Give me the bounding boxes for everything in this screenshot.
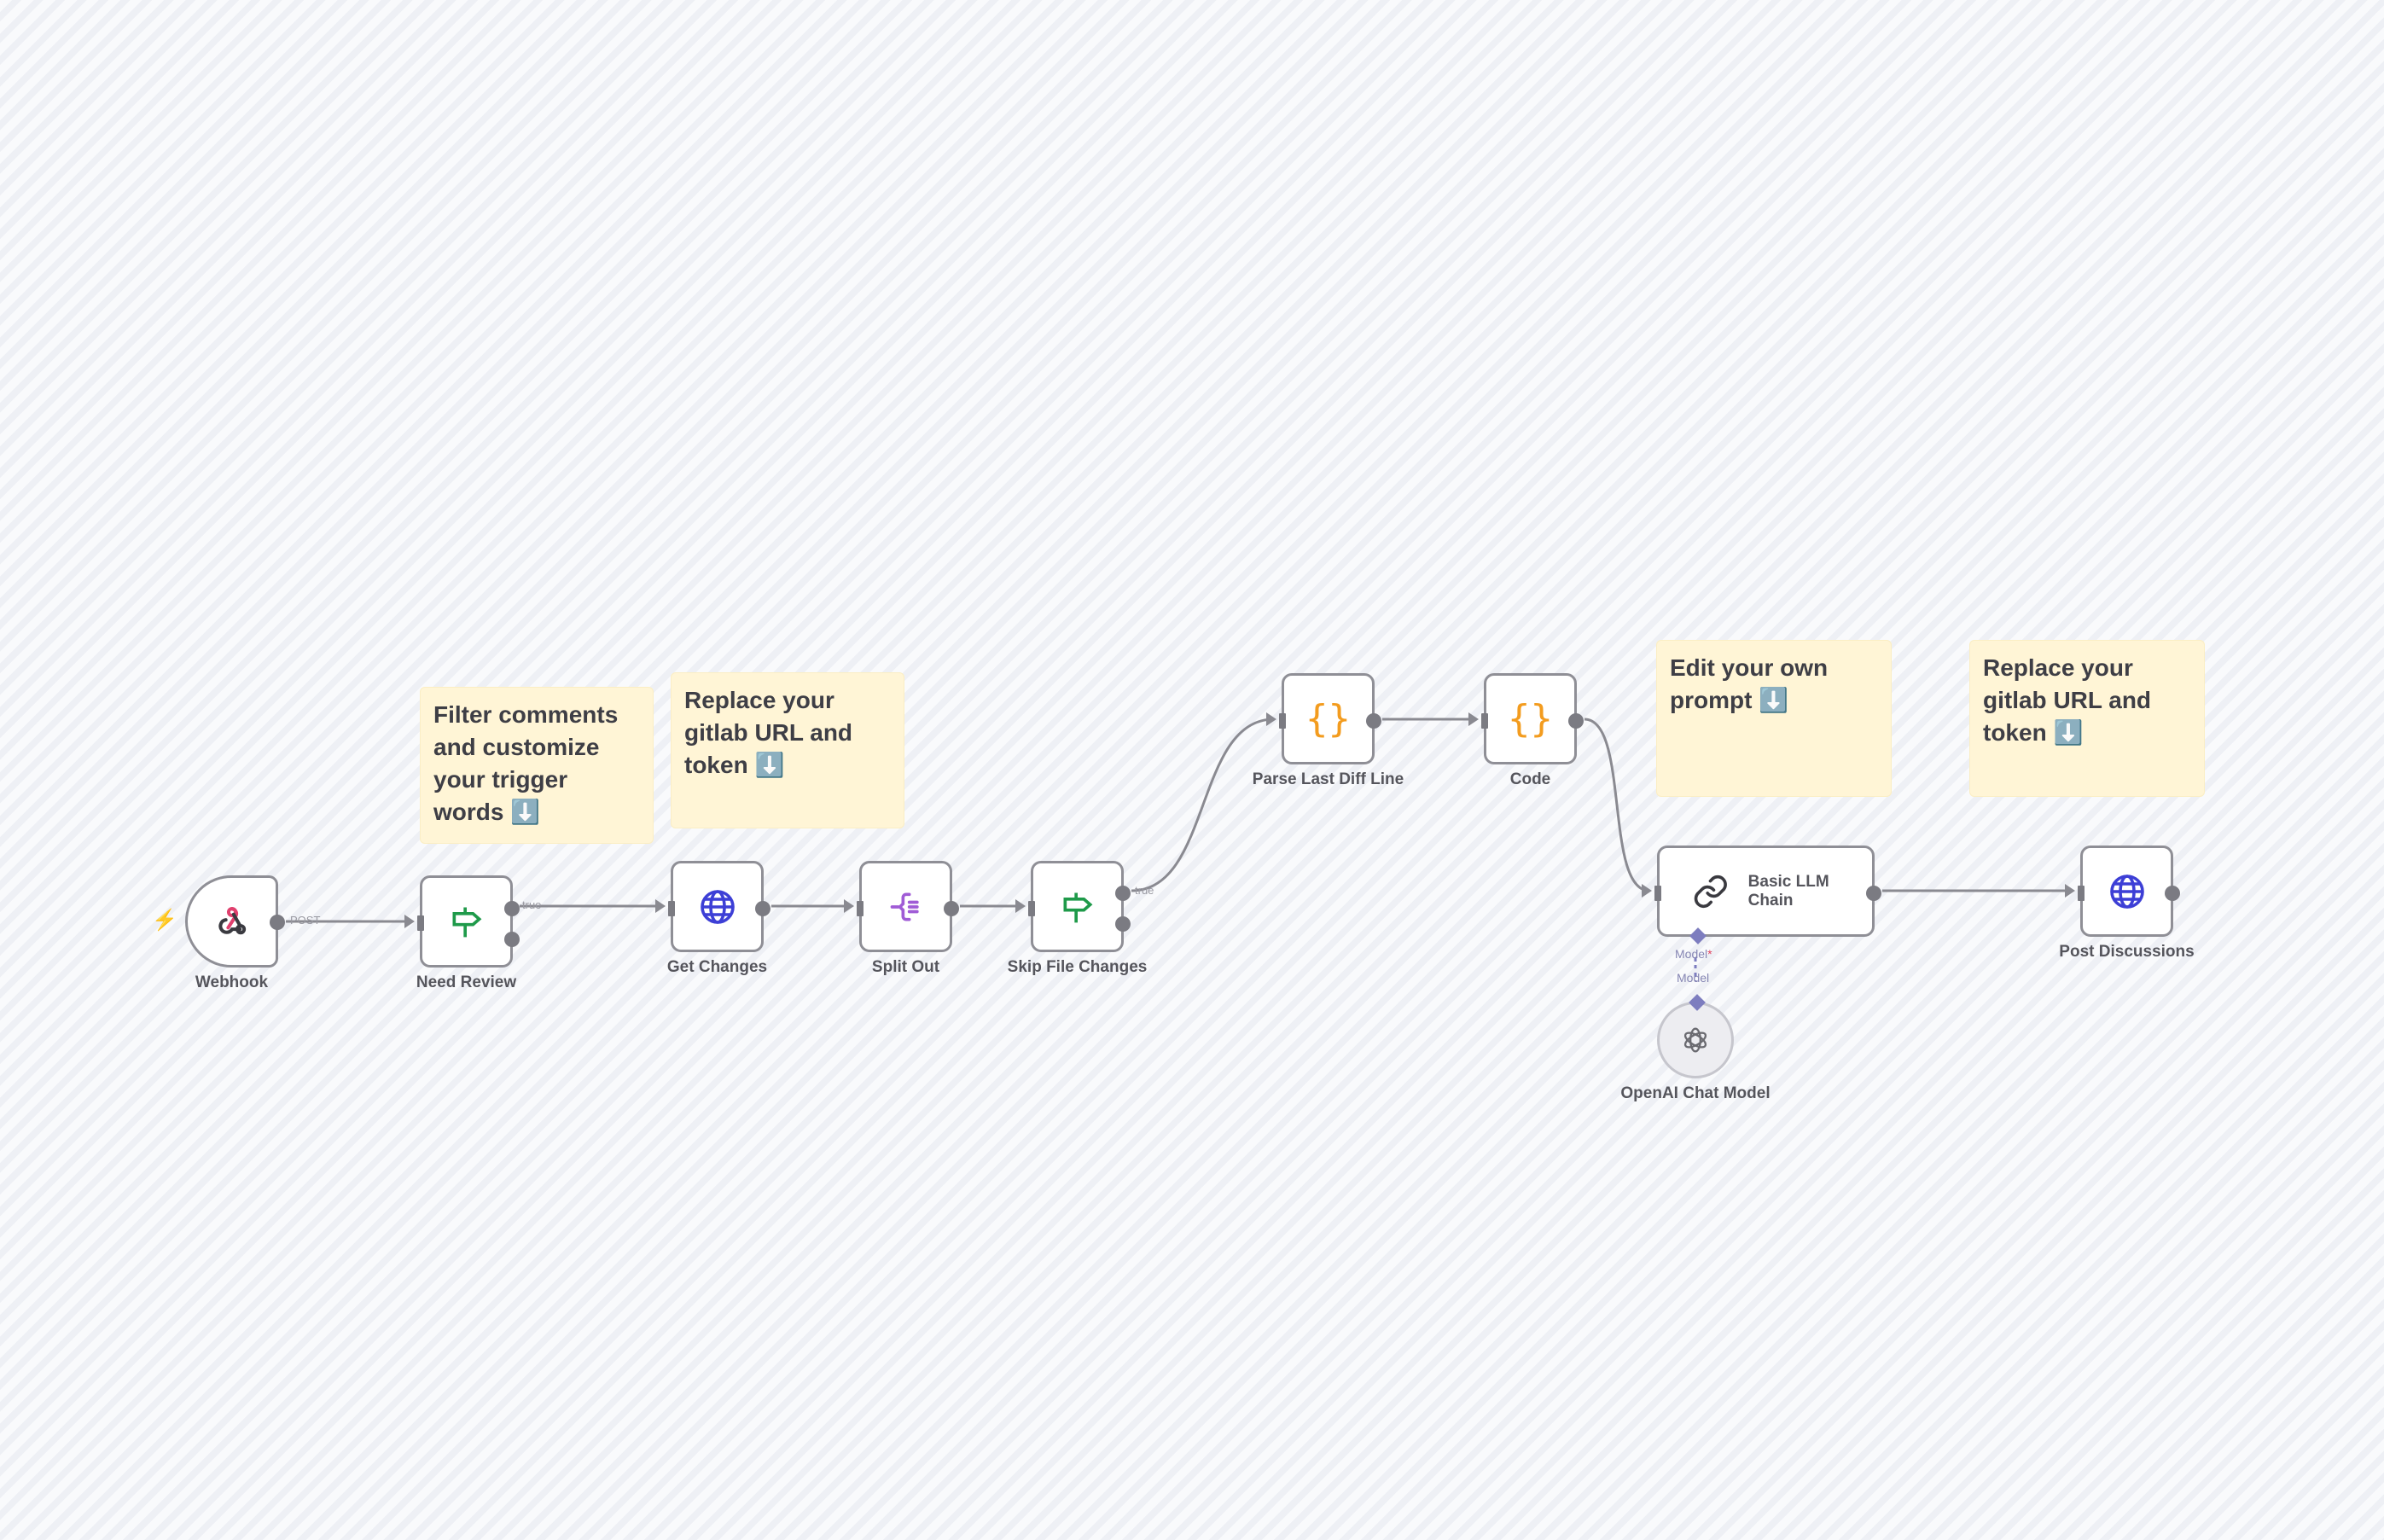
node-label: Parse Last Diff Line xyxy=(1252,770,1404,788)
arrowhead xyxy=(1266,712,1276,726)
webhook-icon xyxy=(218,906,246,935)
node-code[interactable]: {} Code xyxy=(1481,673,1584,788)
node-label: Get Changes xyxy=(666,958,768,976)
node-openai-chat-model[interactable]: OpenAI Chat Model xyxy=(1620,994,1771,1102)
node-label: Basic LLM Chain xyxy=(1747,872,1829,909)
arrowhead xyxy=(1015,899,1026,913)
sticky-note-text: Filter comments and customize your trigg… xyxy=(433,701,619,825)
edge-label-post: POST xyxy=(290,914,321,927)
output-port-true[interactable] xyxy=(1115,886,1131,901)
split-icon xyxy=(890,892,919,921)
edge-label-true: true xyxy=(1135,884,1154,897)
output-port[interactable] xyxy=(944,901,959,916)
node-basic-llm-chain[interactable]: Basic LLM Chain xyxy=(1654,846,1881,944)
sticky-note-text: Edit your own prompt ⬇️ xyxy=(1670,654,1829,713)
output-port[interactable] xyxy=(1366,713,1381,729)
input-port[interactable] xyxy=(2078,886,2085,901)
signpost-icon xyxy=(452,907,481,938)
edge-skip-file-changes-parse-last-diff-line xyxy=(1131,718,1275,892)
node-label: Split Out xyxy=(871,958,940,976)
edge-code-basic-llm-chain xyxy=(1584,718,1650,892)
arrowhead xyxy=(655,899,666,913)
input-port[interactable] xyxy=(1481,713,1488,729)
model-input-port[interactable] xyxy=(1689,927,1707,944)
input-port[interactable] xyxy=(857,901,863,916)
input-port[interactable] xyxy=(1279,713,1286,729)
model-output-label: Model xyxy=(1677,971,1710,985)
node-webhook[interactable]: Webhook xyxy=(185,875,285,991)
node-need-review[interactable]: Need Review xyxy=(416,875,520,991)
code-braces-icon: {} xyxy=(1305,697,1351,741)
input-port[interactable] xyxy=(1028,901,1035,916)
node-split-out[interactable]: Split Out xyxy=(857,861,959,976)
globe-icon xyxy=(700,889,735,924)
node-post-discussions[interactable]: Post Discussions xyxy=(2059,846,2195,961)
node-label: Need Review xyxy=(416,973,517,991)
node-label: Webhook xyxy=(195,973,269,991)
input-port[interactable] xyxy=(1654,886,1661,901)
code-braces-icon: {} xyxy=(1508,697,1553,741)
edge-label-true: true xyxy=(522,898,542,911)
sticky-note-text: Replace your gitlab URL and token ⬇️ xyxy=(1983,654,2152,746)
input-port[interactable] xyxy=(417,915,424,931)
output-port[interactable] xyxy=(270,915,285,930)
node-label: Code xyxy=(1509,770,1551,788)
arrowhead xyxy=(404,915,415,928)
arrowhead xyxy=(2065,884,2075,898)
node-get-changes[interactable]: Get Changes xyxy=(667,861,770,976)
sticky-note-gitlab-2[interactable]: Replace your gitlab URL and token ⬇️ xyxy=(1969,640,2205,797)
output-port-false[interactable] xyxy=(1115,916,1131,932)
globe-icon xyxy=(2109,874,2144,909)
node-label: Post Discussions xyxy=(2059,943,2195,961)
sticky-note-filter[interactable]: Filter comments and customize your trigg… xyxy=(420,687,654,844)
model-output-port[interactable] xyxy=(1689,994,1706,1011)
sticky-note-gitlab[interactable]: Replace your gitlab URL and token ⬇️ xyxy=(671,672,904,828)
node-label: OpenAI Chat Model xyxy=(1620,1084,1771,1102)
node-skip-file-changes[interactable]: Skip File Changes xyxy=(1008,861,1147,976)
sticky-note-text: Replace your gitlab URL and token ⬇️ xyxy=(684,687,853,778)
node-label: Skip File Changes xyxy=(1007,958,1148,976)
signpost-icon xyxy=(1063,892,1092,922)
output-port[interactable] xyxy=(1866,886,1881,901)
trigger-lightning-icon: ⚡ xyxy=(152,909,177,932)
openai-icon xyxy=(1683,1027,1707,1053)
model-input-label: Model* xyxy=(1675,947,1712,961)
output-port[interactable] xyxy=(755,901,770,916)
arrowhead xyxy=(1468,712,1479,726)
link-icon xyxy=(1694,875,1727,908)
arrowhead xyxy=(1642,884,1652,898)
output-port-true[interactable] xyxy=(504,901,520,916)
output-port[interactable] xyxy=(2165,886,2180,901)
sticky-note-prompt[interactable]: Edit your own prompt ⬇️ xyxy=(1656,640,1892,797)
output-port-false[interactable] xyxy=(504,932,520,947)
input-port[interactable] xyxy=(668,901,675,916)
node-parse-last-diff-line[interactable]: {} Parse Last Diff Line xyxy=(1253,673,1404,788)
arrowhead xyxy=(844,899,854,913)
output-port[interactable] xyxy=(1568,713,1584,729)
